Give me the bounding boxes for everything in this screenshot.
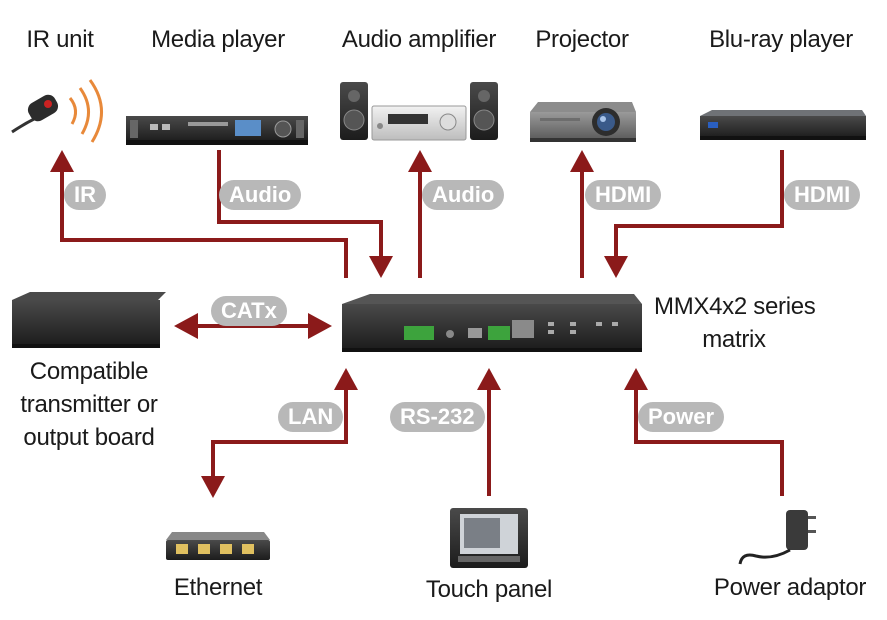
- arrow-lines: [60, 150, 784, 496]
- ir-unit-label: IR unit: [26, 26, 94, 53]
- bluray-player-label: Blu-ray player: [709, 26, 853, 53]
- ir-arrowhead: [50, 150, 74, 172]
- lan-connection-label: LAN: [278, 402, 344, 432]
- projector-label: Projector: [535, 26, 629, 53]
- audio-out-arrowhead: [408, 150, 432, 172]
- hdmi-in-line: [614, 150, 784, 262]
- hdmi-out-connection-label: HDMI: [585, 180, 662, 210]
- transmitter-label-line3: output board: [23, 424, 155, 451]
- audio-amplifier-label: Audio amplifier: [341, 26, 497, 53]
- hdmi-in-arrowhead: [604, 256, 628, 278]
- matrix-label-line1: MMX4x2 series: [654, 293, 816, 320]
- ir-connection-label: IR: [64, 180, 106, 210]
- catx-connection-label: CATx: [211, 296, 287, 326]
- catx-right-arrowhead: [308, 313, 332, 339]
- ir-unit-icon: [11, 79, 103, 143]
- transmitter-label-line2: transmitter or: [20, 391, 158, 418]
- hdmi-in-connection-label: HDMI: [784, 180, 861, 210]
- touch-panel-icon: [450, 508, 528, 568]
- hdmi-out-arrowhead: [570, 150, 594, 172]
- power-connection-label: Power: [638, 402, 725, 432]
- lan-up-arrowhead: [334, 368, 358, 390]
- media-player-icon: [126, 116, 308, 145]
- power-arrowhead: [624, 368, 648, 390]
- matrix-device-icon: [342, 294, 642, 352]
- transmitter-label-line1: Compatible: [29, 358, 149, 385]
- audio-out-connection-label: Audio: [422, 180, 505, 210]
- rs232-arrowhead: [477, 368, 501, 390]
- audio-in-arrowhead: [369, 256, 393, 278]
- audio-amplifier-icon: [340, 82, 498, 141]
- bluray-player-icon: [700, 110, 866, 140]
- power-adaptor-icon: [738, 510, 816, 565]
- ethernet-switch-icon: [166, 532, 270, 560]
- lan-line: [211, 386, 348, 478]
- ethernet-label: Ethernet: [173, 574, 263, 601]
- transmitter-box-icon: [12, 292, 166, 348]
- matrix-label-line2: matrix: [702, 326, 766, 353]
- lan-down-arrowhead: [201, 476, 225, 498]
- power-line: [634, 390, 784, 496]
- power-adaptor-label: Power adaptor: [713, 574, 867, 601]
- audio-in-connection-label: Audio: [219, 180, 302, 210]
- touch-panel-label: Touch panel: [425, 576, 553, 603]
- rs232-connection-label: RS-232: [390, 402, 485, 432]
- audio-in-line: [217, 150, 383, 262]
- media-player-label: Media player: [151, 26, 285, 53]
- catx-left-arrowhead: [174, 313, 198, 339]
- arrow-heads: [50, 150, 648, 498]
- ir-line: [60, 170, 348, 278]
- projector-icon: [530, 102, 636, 142]
